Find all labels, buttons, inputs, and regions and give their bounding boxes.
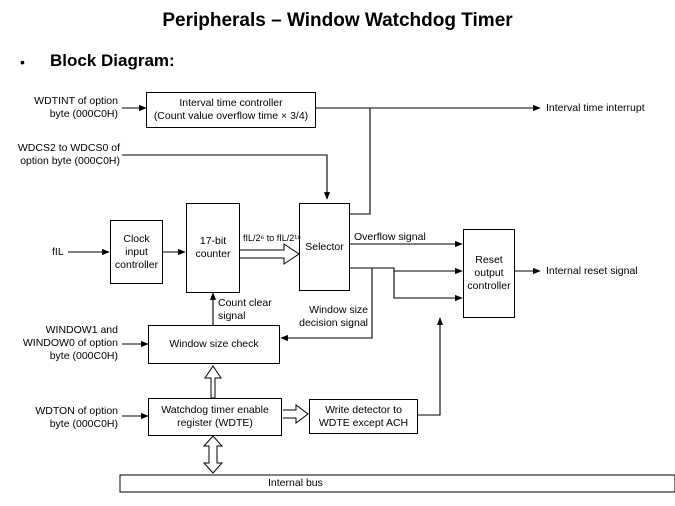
interval-interrupt-label: Interval time interrupt: [546, 102, 645, 114]
wdtint-input-label: WDTINT of option byte (000C0H): [10, 95, 118, 121]
wdte-line-2: register (WDTE): [177, 417, 253, 429]
reset-output-controller-block: Reset output controller: [463, 229, 515, 318]
clock-line-1: Clock: [123, 232, 150, 245]
clock-line-3: controller: [114, 258, 159, 271]
wdte-register-block: Watchdog timer enable register (WDTE): [148, 398, 282, 436]
wdton-line-1: WDTON of option: [35, 405, 118, 417]
interval-controller-line-1: Interval time controller: [179, 97, 283, 109]
wire-selector-reset: [350, 267, 463, 275]
bus-counter-selector: [240, 243, 300, 265]
fil-text: fIL: [52, 246, 64, 258]
counter-line-2: counter: [195, 248, 231, 260]
wire-window-reset: [393, 271, 463, 302]
section-heading: Block Diagram:: [50, 51, 175, 70]
reset-line-2: output: [474, 267, 504, 279]
window-decision-label: Window size decision signal: [286, 304, 368, 330]
write-detector-block: Write detector to WDTE except ACH: [309, 399, 418, 434]
window-line-2: WINDOW0 of option: [22, 337, 118, 349]
bus-wdte-detector: [283, 404, 309, 424]
bullet: •: [20, 54, 25, 70]
count-clear-label: Count clear signal: [218, 297, 272, 323]
count-clear-line-1: Count clear: [218, 297, 272, 309]
fil-input-label: fIL: [52, 246, 64, 259]
wdcs-line-2: option byte (000C0H): [20, 155, 120, 167]
reset-line-1: Reset: [475, 254, 503, 266]
decision-line-2: decision signal: [299, 317, 368, 329]
clock-line-2: input: [125, 245, 148, 258]
frequency-range-label: fIL/2⁶ to fIL/2¹⁶: [243, 233, 301, 243]
interval-controller-line-2: (Count value overflow time × 3/4): [153, 110, 309, 122]
internal-reset-label: Internal reset signal: [546, 265, 638, 277]
detector-line-1: Write detector to: [325, 403, 402, 416]
counter-line-1: 17-bit: [199, 235, 227, 247]
wdtint-line-2: byte (000C0H): [49, 108, 118, 120]
wdcs-input-label: WDCS2 to WDCS0 of option byte (000C0H): [6, 142, 120, 168]
window-line-3: byte (000C0H): [49, 350, 118, 362]
wire-detector-reset: [418, 317, 444, 416]
bus-wdte-internal: [202, 435, 224, 474]
wdte-line-1: Watchdog timer enable: [161, 404, 269, 416]
window-input-label: WINDOW1 and WINDOW0 of option byte (000C…: [8, 324, 118, 363]
selector-label: Selector: [305, 240, 344, 253]
window-check-label: Window size check: [169, 338, 259, 350]
overflow-signal-label: Overflow signal: [354, 231, 426, 243]
decision-line-1: Window size: [309, 304, 368, 316]
page-title: Peripherals – Window Watchdog Timer: [162, 10, 513, 31]
clock-input-controller-block: Clock input controller: [110, 220, 163, 284]
reset-line-3: controller: [467, 280, 511, 292]
bus-window-wdte: [204, 365, 222, 399]
wire-wdcs: [122, 154, 331, 200]
detector-line-2: WDTE except ACH: [318, 416, 409, 429]
internal-bus-bar: [119, 474, 675, 493]
wdcs-line-1: WDCS2 to WDCS0 of: [17, 142, 120, 154]
count-clear-line-2: signal: [218, 310, 246, 322]
interval-time-controller-block: Interval time controller (Count value ov…: [146, 92, 316, 128]
window-size-check-block: Window size check: [148, 325, 280, 364]
wdton-line-2: byte (000C0H): [49, 418, 118, 430]
wire-decision-signal: [280, 268, 373, 342]
wdtint-line-1: WDTINT of option: [34, 95, 118, 107]
wire-selector-to-interval: [350, 108, 371, 215]
window-line-1: WINDOW1 and: [45, 324, 118, 336]
internal-bus-label: Internal bus: [268, 477, 323, 489]
counter-17bit-block: 17-bit counter: [186, 203, 240, 293]
selector-block: Selector: [299, 203, 350, 291]
wdton-input-label: WDTON of option byte (000C0H): [8, 405, 118, 431]
